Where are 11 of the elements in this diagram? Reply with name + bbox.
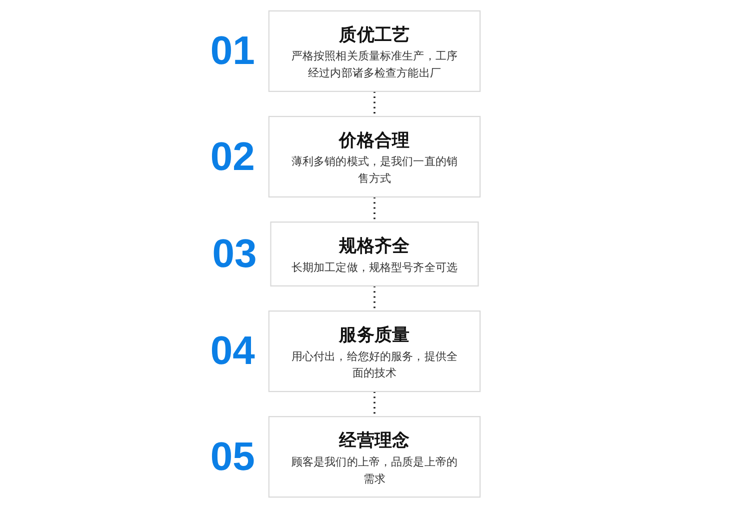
node-box: 经营理念 顾客是我们的上帝，品质是上帝的需求 [268,416,481,498]
step-number: 05 [210,436,255,477]
node-box: 规格齐全 长期加工定做，规格型号齐全可选 [270,222,479,286]
step-number: 02 [210,136,255,177]
node-box: 价格合理 薄利多销的模式，是我们一直的销售方式 [268,116,481,198]
step-number: 04 [210,331,255,372]
step-number: 03 [212,234,257,274]
node-box: 质优工艺 严格按照相关质量标准生产，工序经过内部诸多检查方能出厂 [268,10,481,92]
step-number: 01 [210,31,255,72]
node-box: 服务质量 用心付出，给您好的服务，提供全面的技术 [268,310,481,392]
connector [374,91,376,116]
